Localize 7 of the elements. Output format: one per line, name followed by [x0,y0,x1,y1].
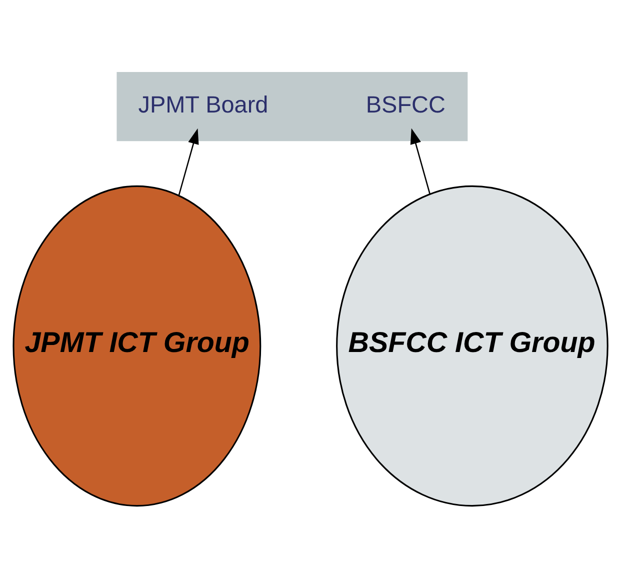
cluster [116,72,468,141]
node-ellipse: JPMT ICT Group [12,184,262,506]
node-text: JPMT Board [138,90,268,117]
node-ellipse: BSFCC ICT Group [336,184,608,506]
arrow [410,128,431,194]
arrow [178,128,199,196]
node-text: BSFCC [366,90,446,117]
